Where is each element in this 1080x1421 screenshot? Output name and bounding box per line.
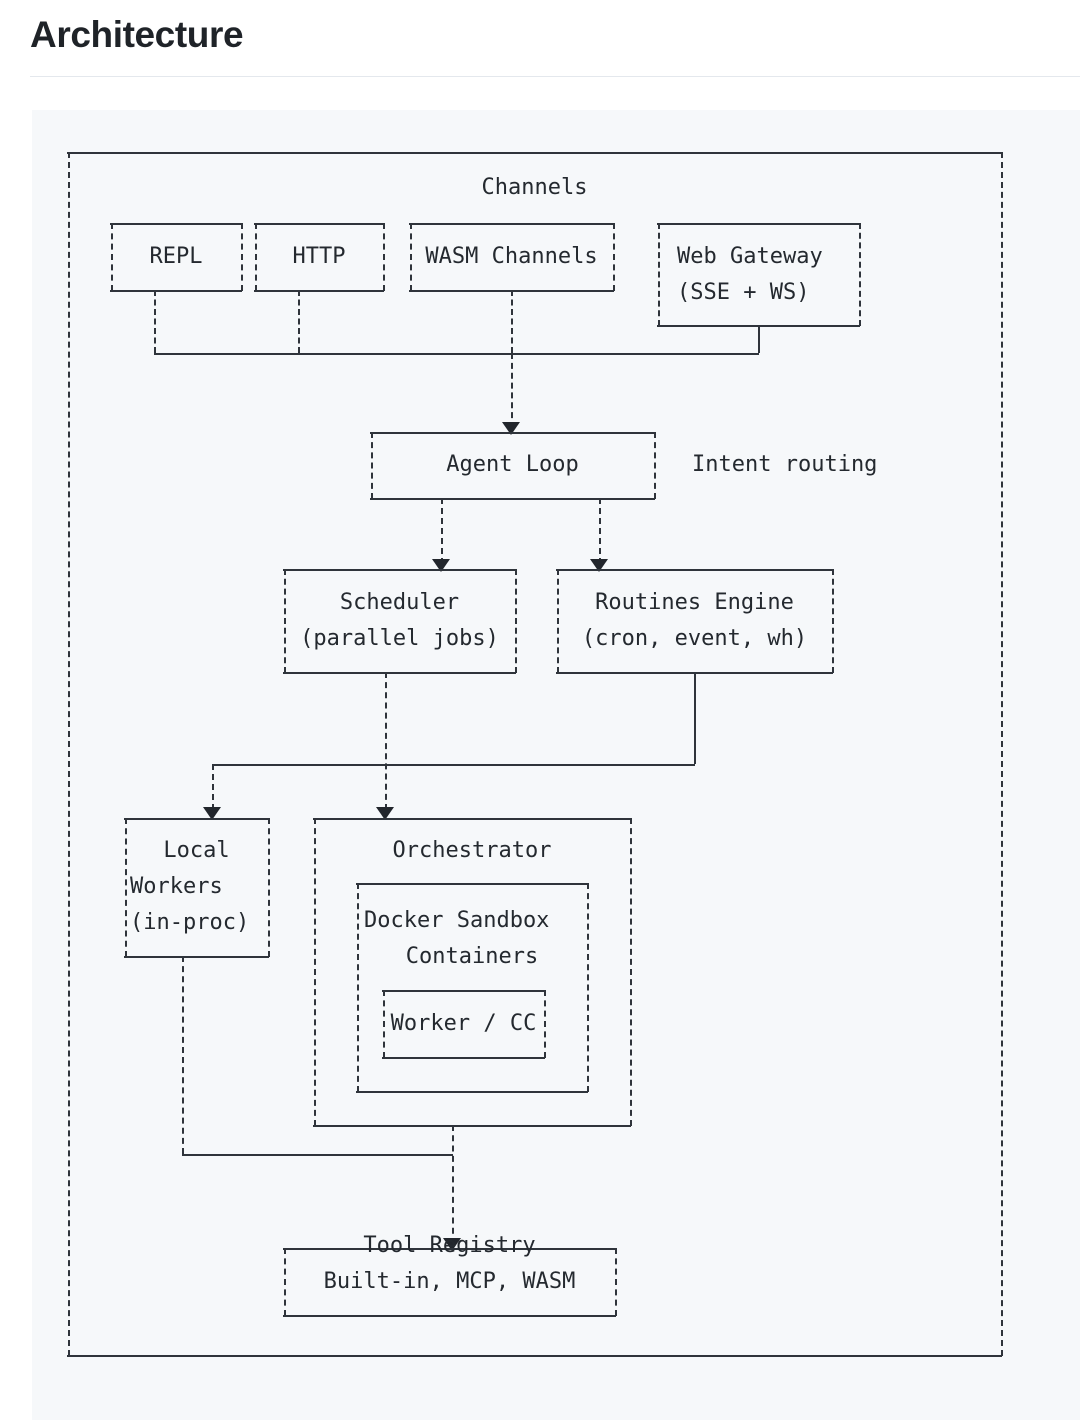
routines-arrowhead [590,559,608,572]
worker-cc-box-top [382,990,545,992]
node-label-orchestrator: Orchestrator [392,838,552,863]
local-workers-drop-line [212,764,214,810]
node-label-worker-cc: Worker / CC [390,1011,537,1036]
agent-loop-box-right [654,432,656,499]
channels-group-label: Channels [481,175,588,200]
worker-cc-box-right [544,990,546,1058]
orchestrator-box-left [314,818,316,1126]
worker-cc-box-left [383,990,385,1058]
http-box-right [383,223,385,291]
architecture-diagram-panel: Channels REPL HTTP WASM Channels Web Gat… [32,110,1080,1420]
repl-box-right [241,223,243,291]
routines-down-line [694,672,696,764]
repl-box-top [110,223,242,225]
gateway-box-left [658,223,660,326]
scheduler-arrowhead [432,559,450,572]
orchestrator-down-line [452,1125,454,1244]
scheduler-box-right [515,569,517,673]
node-label-docker-line2: Containers [405,944,539,969]
node-label-scheduler-line2: (parallel jobs) [300,626,499,651]
node-label-tool-registry-line2: Built-in, MCP, WASM [323,1269,576,1294]
tool-registry-box-right [615,1248,617,1316]
agent-to-scheduler-line [441,498,443,564]
node-label-wasm-channels: WASM Channels [425,244,598,269]
routines-box-left [557,569,559,673]
routines-box-top [556,569,833,571]
agent-to-routines-line [599,498,601,564]
outer-box-top-edge [67,152,1002,154]
orchestrator-box-right [630,818,632,1126]
local-workers-box-right [268,818,270,957]
repl-drop-line [154,290,156,353]
node-label-local-workers-line3: (in-proc) [130,910,250,935]
agent-loop-box-left [371,432,373,499]
node-label-tool-registry-line1: Tool Registry [363,1233,536,1258]
scheduler-down-line [385,672,387,810]
local-workers-box-bottom [124,956,269,958]
scheduler-box-left [284,569,286,673]
bus-to-agent-loop-line [511,353,513,428]
gateway-drop-line [758,325,760,353]
node-label-routines-line1: Routines Engine [595,590,794,615]
outer-box-bottom-edge [67,1355,1002,1357]
local-workers-to-registry-bus [182,1154,453,1156]
wasm-box-left [410,223,412,291]
local-workers-arrowhead [203,807,221,820]
http-box-top [254,223,384,225]
local-workers-down-line [182,956,184,1154]
node-label-http: HTTP [292,244,346,269]
tool-registry-box-left [284,1248,286,1316]
heading-divider [30,76,1080,77]
node-label-agent-loop: Agent Loop [446,452,579,477]
local-workers-box-top [124,818,269,820]
node-label-docker-line1: Docker Sandbox [364,908,550,933]
tool-registry-box-bottom [283,1315,616,1317]
wasm-box-right [613,223,615,291]
docker-box-bottom [356,1091,588,1093]
intent-routing-note: Intent routing [692,452,878,477]
scheduler-box-bottom [283,672,516,674]
node-label-web-gateway-line1: Web Gateway [677,244,823,269]
ascii-diagram-canvas: Channels REPL HTTP WASM Channels Web Gat… [32,110,1080,1420]
docker-box-left [357,883,359,1092]
agent-loop-box-bottom [370,498,655,500]
node-label-web-gateway-line2: (SSE + WS) [677,280,810,305]
page-title: Architecture [30,14,244,55]
node-label-scheduler-line1: Scheduler [339,590,460,615]
routines-box-right [832,569,834,673]
agent-loop-arrowhead [502,422,520,435]
channels-bus-line [154,353,759,355]
tool-registry-box-top [283,1248,616,1250]
tool-registry-arrowhead [443,1238,461,1251]
outer-box-right-edge [1001,152,1003,1356]
local-workers-box-left [125,818,127,957]
agent-loop-box-top [370,432,655,434]
orchestrator-box-top [313,818,631,820]
orchestrator-arrowhead [376,807,394,820]
node-label-routines-line2: (cron, event, wh) [581,626,808,651]
wasm-box-top [409,223,614,225]
node-label-repl: REPL [149,244,203,269]
http-drop-line [298,290,300,353]
gateway-box-top [657,223,860,225]
node-label-local-workers-line1: Local [163,838,230,863]
repl-box-left [111,223,113,291]
http-box-left [255,223,257,291]
node-label-local-workers-line2: Workers [130,874,223,899]
outer-box-left-edge [68,152,70,1356]
docker-box-top [356,883,588,885]
scheduler-box-top [283,569,516,571]
worker-cc-box-bottom [382,1057,545,1059]
gateway-box-right [859,223,861,326]
docker-box-right [587,883,589,1092]
repl-box-bottom [110,290,242,292]
routines-to-local-workers-bus [212,764,695,766]
http-box-bottom [254,290,384,292]
orchestrator-box-bottom [313,1125,631,1127]
wasm-drop-line [511,290,513,353]
